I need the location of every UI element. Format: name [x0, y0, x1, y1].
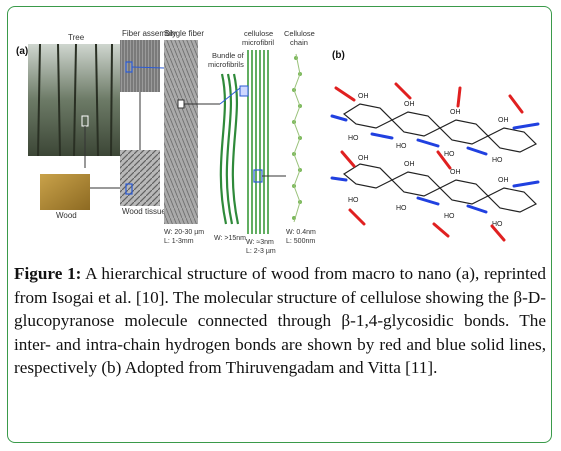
hierarchical-structure-figure: (a) Tree Wood Fiber assembly Wood tissue…	[16, 29, 540, 255]
svg-text:HO: HO	[444, 151, 455, 158]
svg-text:HO: HO	[492, 221, 503, 228]
svg-text:HO: HO	[492, 157, 503, 164]
svg-text:HO: HO	[396, 143, 407, 150]
fiber-assembly-label: Fiber assembly	[122, 29, 176, 38]
svg-text:OH: OH	[404, 101, 415, 108]
svg-text:OH: OH	[498, 117, 509, 124]
bundle-blue-line	[219, 87, 241, 105]
single-fiber-marker	[177, 99, 185, 109]
fiber-length: L: 1-3mm	[164, 238, 194, 245]
fiber-width: W: 20-30 µm	[164, 229, 204, 236]
wood-tissue-marker	[125, 183, 133, 195]
intra-chain-hydrogen-bonds	[330, 114, 540, 214]
glucopyranose-chain-bottom	[342, 163, 538, 213]
svg-text:HO: HO	[396, 205, 407, 212]
caption-text: A hierarchical structure of wood from ma…	[14, 264, 546, 377]
svg-text:OH: OH	[498, 177, 509, 184]
svg-text:HO: HO	[348, 197, 359, 204]
svg-text:HO: HO	[348, 135, 359, 142]
panel-b-label: (b)	[332, 50, 345, 61]
single-fiber-label: Single fiber	[164, 29, 204, 38]
fiber-blue-line	[131, 66, 165, 69]
caption-label: Figure 1:	[14, 264, 82, 283]
chain-length: L: 500nm	[286, 238, 315, 245]
svg-text:OH: OH	[358, 155, 369, 162]
figure-caption: Figure 1: A hierarchical structure of wo…	[14, 262, 546, 380]
single-fiber-photo	[164, 40, 198, 224]
hydroxyl-labels: OH OH OH OH HO HO HO HO OH OH OH OH HO HO HO HO	[348, 93, 509, 228]
panel-a-label: (a)	[16, 46, 28, 57]
tree-trunks	[37, 43, 113, 157]
microfibril-strands	[247, 50, 269, 234]
glucopyranose-chain-top	[342, 103, 538, 153]
microfibril-label: cellulose	[244, 29, 273, 38]
wood-photo	[40, 174, 90, 210]
svg-text:HO: HO	[444, 213, 455, 220]
wood-tissue-photo	[120, 150, 160, 206]
wood-label: Wood	[56, 211, 77, 220]
wood-tissue-label: Wood tissue	[122, 207, 166, 216]
microfibril-width: W: ≈3nm	[246, 239, 274, 246]
microfibril-length: L: 2-3 µm	[246, 248, 276, 255]
chain-label: Cellulose	[284, 29, 315, 38]
cellulose-chain-backbone	[293, 53, 301, 223]
bundle-label-2: microfibrils	[208, 60, 244, 69]
bundle-strands	[219, 73, 240, 225]
microfibril-marker-top	[239, 85, 249, 97]
fiber-assembly-photo	[120, 40, 160, 92]
chain-width: W: 0.4nm	[286, 229, 316, 236]
svg-text:OH: OH	[358, 93, 369, 100]
bundle-width: W: >15nm	[214, 235, 246, 242]
inter-chain-hydrogen-bonds	[334, 82, 524, 242]
microfibril-label-2: microfibril	[242, 38, 274, 47]
svg-text:OH: OH	[450, 109, 461, 116]
tree-label: Tree	[68, 33, 85, 42]
svg-text:OH: OH	[450, 169, 461, 176]
chain-label-2: chain	[290, 38, 308, 47]
svg-text:OH: OH	[404, 161, 415, 168]
bundle-label: Bundle of	[212, 51, 245, 60]
